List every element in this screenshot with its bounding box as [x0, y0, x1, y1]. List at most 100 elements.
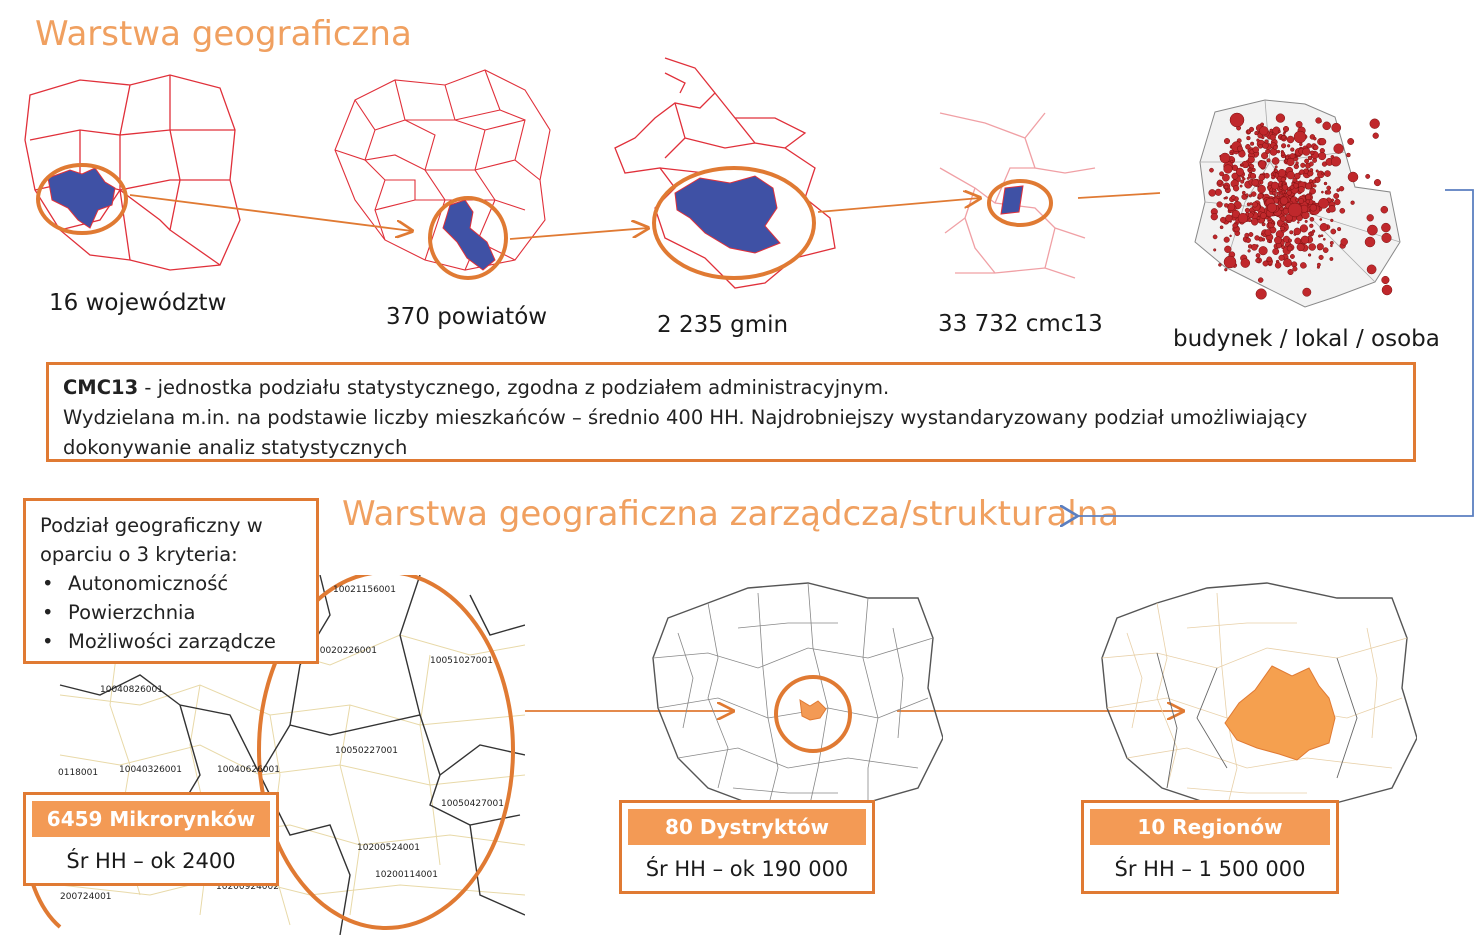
building-dot — [1247, 156, 1255, 164]
building-dot — [1235, 167, 1244, 176]
building-dot — [1291, 261, 1298, 268]
building-dot — [1229, 112, 1245, 128]
level-label-building: budynek / lokal / osoba — [1173, 326, 1440, 352]
building-dot — [1283, 222, 1288, 226]
building-dot — [1339, 207, 1346, 214]
building-dot — [1208, 189, 1216, 197]
building-dot — [1214, 188, 1222, 196]
building-dot — [1318, 254, 1324, 260]
building-dot — [1316, 262, 1321, 267]
building-dot — [1250, 172, 1257, 179]
map-code: 10200524001 — [357, 843, 420, 853]
building-dot — [1318, 138, 1327, 146]
building-dot — [1229, 234, 1232, 238]
building-dot — [1302, 147, 1311, 156]
building-dot — [1308, 243, 1316, 251]
building-dot — [1330, 244, 1333, 248]
building-dot — [1267, 216, 1272, 222]
building-dot — [1248, 232, 1254, 237]
building-dot — [1366, 214, 1374, 222]
definition-line-3: dokonywanie analiz statystycznych — [63, 436, 408, 459]
building-dot — [1330, 218, 1334, 223]
building-dot — [1305, 199, 1310, 204]
definition-term: CMC13 — [63, 376, 139, 399]
building-dot — [1250, 141, 1255, 146]
building-dot — [1229, 151, 1233, 156]
building-dot — [1320, 234, 1324, 238]
building-dot — [1290, 147, 1295, 152]
building-dot — [1257, 184, 1266, 194]
level-label-communes: 2 235 gmin — [657, 312, 789, 338]
building-dot — [1271, 157, 1280, 165]
building-dot — [1381, 275, 1390, 285]
building-dot — [1217, 179, 1223, 185]
building-dot — [1269, 128, 1274, 133]
building-dot — [1329, 257, 1334, 261]
building-dot — [1318, 152, 1327, 161]
building-dot — [1271, 175, 1276, 180]
building-dot — [1274, 169, 1279, 173]
building-dot — [1329, 240, 1334, 245]
building-dot — [1346, 152, 1351, 158]
level-label-voivodeships: 16 województw — [49, 290, 227, 316]
building-dot — [1251, 167, 1256, 172]
voivodeship-map — [24, 74, 241, 271]
building-dot — [1245, 193, 1249, 197]
building-dot — [1209, 167, 1214, 173]
map-code: 10040326001 — [119, 765, 182, 775]
building-dot — [1245, 237, 1251, 243]
building-dot — [1313, 136, 1317, 141]
building-dot — [1288, 238, 1292, 243]
building-dot — [1321, 190, 1324, 194]
building-dot — [1251, 218, 1259, 226]
building-dot — [1340, 238, 1348, 246]
building-dot — [1248, 194, 1253, 198]
building-dot — [1223, 197, 1226, 200]
building-dot — [1308, 161, 1314, 167]
card-title: 6459 Mikrorynków — [32, 801, 270, 837]
building-dot — [1254, 235, 1260, 241]
building-dot — [1248, 126, 1255, 132]
building-dot — [1302, 287, 1312, 297]
building-dot — [1295, 120, 1303, 128]
building-dot — [1319, 223, 1328, 232]
building-dot — [1365, 173, 1371, 179]
building-dot — [1276, 149, 1281, 154]
map-code: 10050227001 — [335, 746, 398, 756]
building-dot — [1272, 145, 1278, 150]
building-dot — [1240, 258, 1251, 268]
building-dot — [1330, 156, 1342, 167]
map-code: 10050427001 — [441, 799, 504, 809]
criteria-box: Podział geograficzny w oparciu o 3 kryte… — [23, 498, 319, 664]
building-dot — [1257, 277, 1264, 283]
building-dot — [1227, 202, 1236, 211]
building-dot — [1319, 218, 1323, 221]
building-dot — [1297, 221, 1300, 224]
building-dot — [1283, 258, 1292, 268]
building-dot — [1239, 184, 1243, 188]
building-dot — [1250, 243, 1258, 251]
building-dot — [1231, 172, 1239, 180]
building-dot — [1322, 247, 1329, 253]
building-dot — [1381, 232, 1392, 243]
building-dot — [1271, 181, 1279, 190]
building-dot — [1237, 212, 1249, 224]
building-dot — [1372, 132, 1379, 139]
building-dot — [1373, 179, 1382, 187]
definition-line-1: - jednostka podziału statystycznego, zgo… — [138, 376, 890, 399]
building-dot — [1258, 144, 1263, 149]
building-dot — [1219, 171, 1225, 177]
building-dot — [1276, 191, 1281, 196]
level-label-counties: 370 powiatów — [386, 304, 548, 330]
building-dot — [1219, 152, 1231, 164]
building-dot — [1256, 216, 1261, 220]
building-dot — [1321, 172, 1324, 175]
building-dots-map — [1194, 99, 1401, 308]
building-dot — [1244, 232, 1250, 238]
building-dot — [1295, 198, 1299, 202]
building-dot — [1300, 262, 1307, 269]
building-dot — [1252, 146, 1260, 153]
building-dot — [1315, 169, 1319, 173]
building-dot — [1309, 150, 1315, 156]
building-dot — [1266, 158, 1271, 163]
